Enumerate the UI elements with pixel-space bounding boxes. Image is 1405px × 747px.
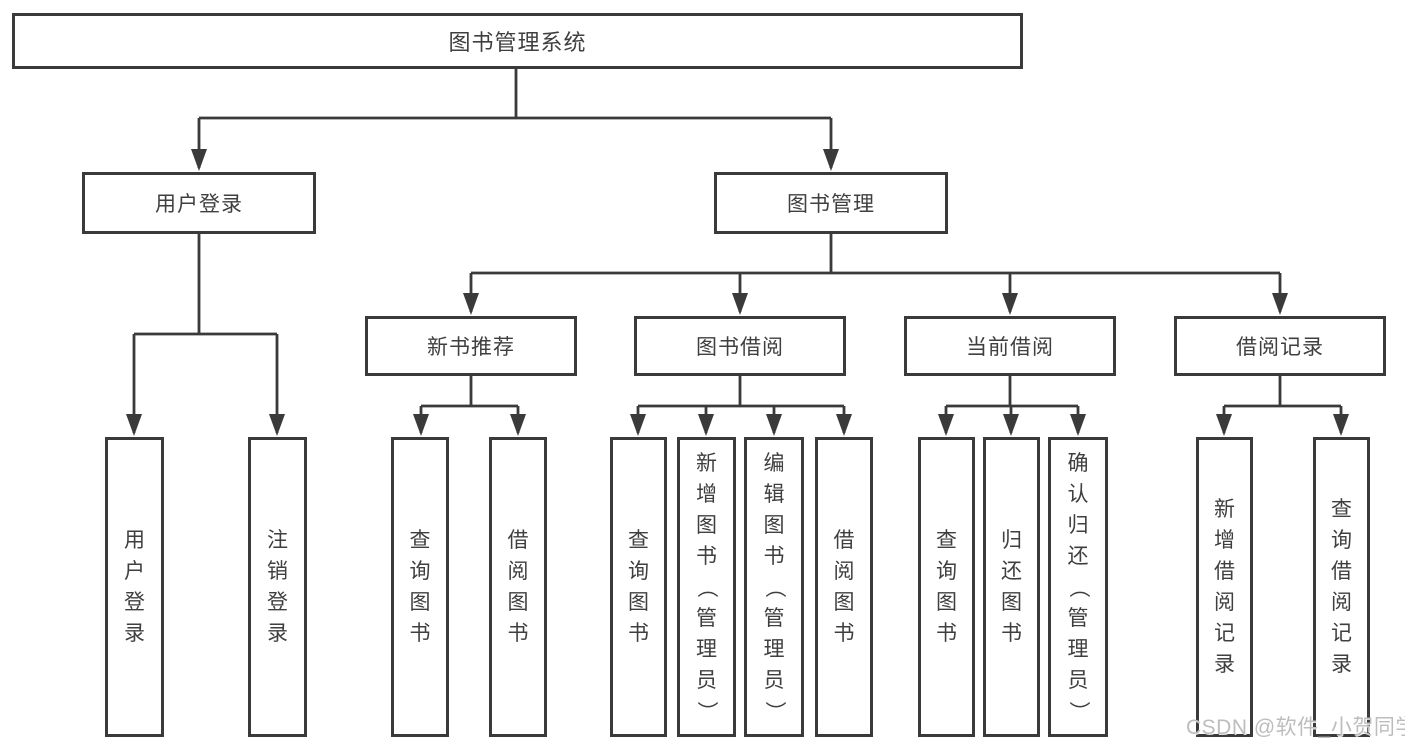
arrow-down-icon [630,414,646,436]
node-label: 当前借阅 [966,336,1054,359]
leaf-borrow-book-recommend: 借阅图书 [489,437,547,737]
node-current-borrowing: 当前借阅 [904,316,1116,376]
leaf-borrow-book: 借阅图书 [815,437,873,737]
connector-records [1222,376,1343,433]
arrow-down-icon [1002,293,1018,315]
node-label: 用户登录 [155,193,243,216]
arrow-down-icon [269,414,285,436]
leaf-label: 编辑图书（管理员） [762,451,786,722]
node-label: 新书推荐 [427,336,515,359]
arrow-down-icon [836,414,852,436]
leaf-label: 查询图书 [628,529,649,645]
leaf-edit-book-admin: 编辑图书（管理员） [744,437,804,737]
arrow-down-icon [1003,414,1019,436]
connector-user-login-group [132,234,279,433]
node-label: 图书管理 [787,193,875,216]
arrow-down-icon [732,293,748,315]
csdn-watermark: CSDN @软件_小贺同学 [1186,716,1405,739]
node-borrowing-records: 借阅记录 [1174,316,1386,376]
connector-root [197,69,833,168]
leaf-add-book-admin: 新增图书（管理员） [677,437,736,737]
leaf-query-book-borrowing: 查询图书 [610,437,667,737]
leaf-return-book: 归还图书 [983,437,1040,737]
arrow-down-icon [191,149,207,171]
arrow-down-icon [698,414,714,436]
leaf-label: 新增图书（管理员） [695,451,718,722]
arrow-down-icon [766,414,782,436]
leaf-label: 注销登录 [267,529,288,645]
arrow-down-icon [463,293,479,315]
arrow-down-icon [510,414,526,436]
leaf-confirm-return-admin: 确认归还（管理员） [1048,437,1108,737]
leaf-label: 新增借阅记录 [1214,498,1235,676]
arrow-down-icon [1216,414,1232,436]
leaf-user-login: 用户登录 [105,437,164,737]
leaf-logout: 注销登录 [248,437,307,737]
leaf-query-borrow-record: 查询借阅记录 [1313,437,1370,737]
arrow-down-icon [823,149,839,171]
leaf-label: 借阅图书 [833,529,855,645]
node-user-login-group: 用户登录 [82,172,316,234]
leaf-label: 查询图书 [409,529,431,645]
leaf-add-borrow-record: 新增借阅记录 [1196,437,1253,737]
arrow-down-icon [1333,414,1349,436]
arrow-down-icon [413,414,429,436]
node-new-book-recommend: 新书推荐 [365,316,577,376]
arrow-down-icon [1272,293,1288,315]
leaf-label: 查询图书 [936,529,957,645]
leaf-label: 归还图书 [1001,529,1022,645]
leaf-label: 用户登录 [124,529,145,645]
leaf-query-book-current: 查询图书 [918,437,975,737]
connector-new-book [419,376,520,433]
node-label: 图书管理系统 [448,30,587,55]
connector-borrowing [636,376,846,433]
leaf-query-book-recommend: 查询图书 [391,437,449,737]
leaf-label: 查询借阅记录 [1331,498,1352,676]
arrowheads [126,149,1349,436]
arrow-down-icon [938,414,954,436]
node-label: 图书借阅 [696,336,784,359]
node-book-borrowing: 图书借阅 [634,316,846,376]
arrow-down-icon [1070,414,1086,436]
node-label: 借阅记录 [1236,336,1324,359]
node-library-system: 图书管理系统 [12,13,1023,69]
connector-book-mgmt [469,234,1282,312]
arrow-down-icon [126,414,142,436]
leaf-label: 借阅图书 [507,529,529,645]
node-book-management: 图书管理 [714,172,948,234]
leaf-label: 确认归还（管理员） [1066,451,1090,722]
